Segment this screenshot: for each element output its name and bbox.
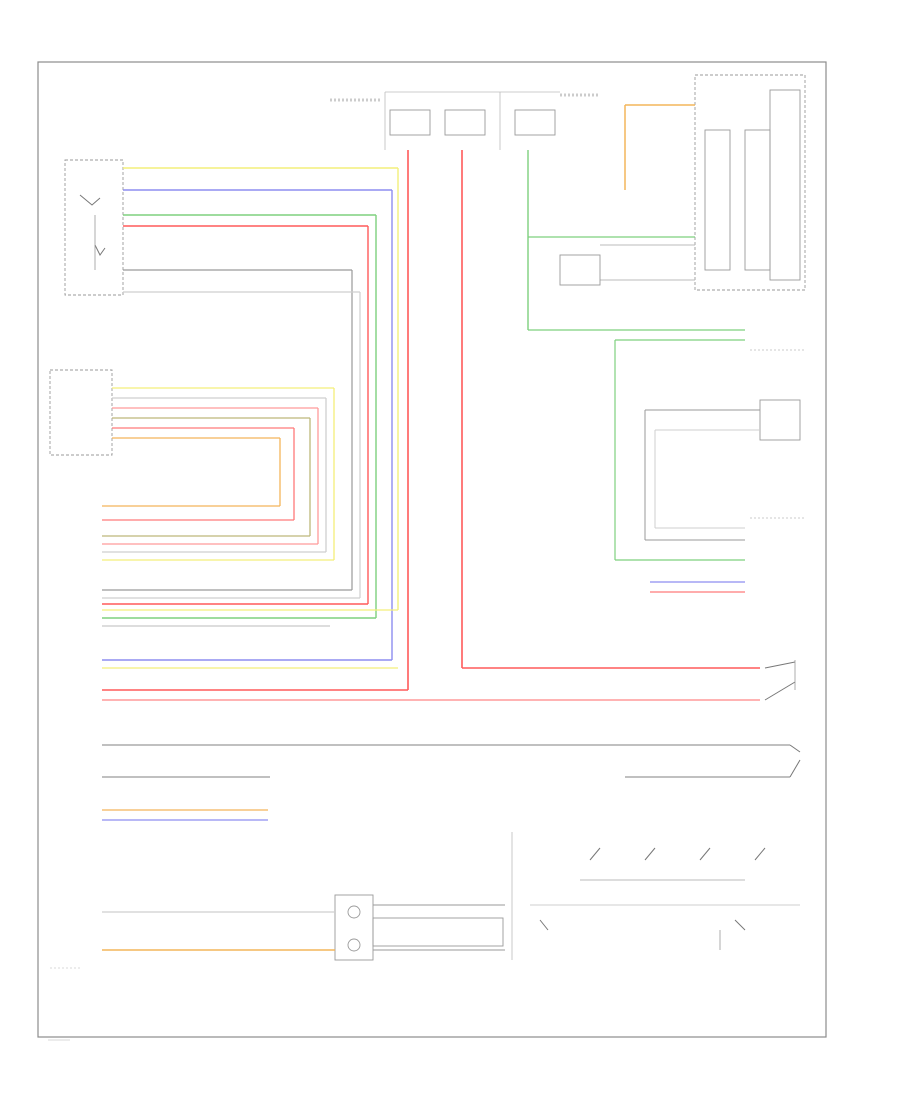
ecm-connector-rows bbox=[102, 505, 398, 669]
bottom-label-area bbox=[48, 967, 80, 1041]
pedal-sensor bbox=[49, 369, 335, 560]
diagram-frame bbox=[37, 61, 827, 1038]
brake-switch bbox=[764, 660, 796, 701]
cruise-switch bbox=[64, 159, 124, 296]
lower-signal-lines bbox=[102, 744, 801, 821]
fuse-header bbox=[330, 91, 600, 150]
vehicle-speed-sensor bbox=[614, 339, 805, 593]
instrument-cluster bbox=[528, 74, 806, 291]
cruise-switch-wires bbox=[123, 167, 399, 660]
cruise-control-switch bbox=[530, 847, 800, 950]
cruise-servo bbox=[102, 832, 513, 961]
power-feeds bbox=[102, 150, 760, 701]
